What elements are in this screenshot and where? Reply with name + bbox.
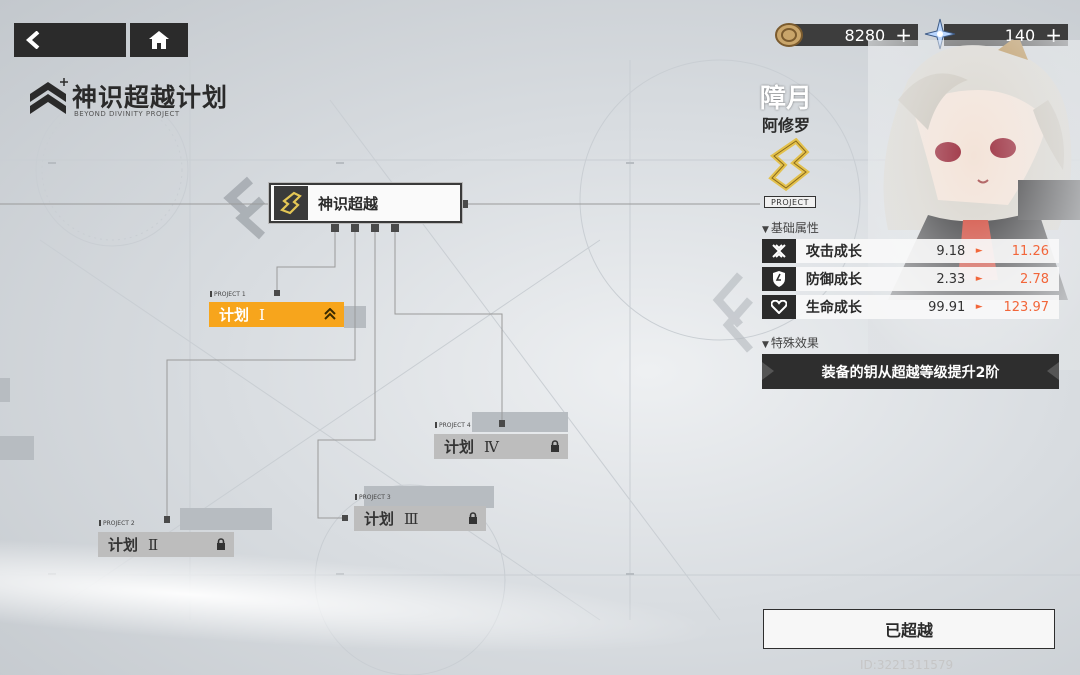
stat-name-health: 生命成长 — [805, 300, 862, 316]
special-effect-text: 装备的钥从超越等级提升2阶 — [762, 354, 1059, 389]
page-subtitle: BEYOND DIVINITY PROJECT — [74, 110, 180, 118]
character-name: 障月 — [760, 84, 813, 114]
character-title: 阿修罗 — [762, 116, 811, 135]
stat-name-defense: 防御成长 — [805, 272, 862, 288]
transcended-button[interactable]: 已超越 — [763, 609, 1055, 649]
stat-old-defense: 2.33 — [936, 271, 966, 287]
plan-4-numeral: Ⅳ — [484, 437, 500, 456]
plan-3-numeral: Ⅲ — [404, 509, 419, 528]
home-icon — [149, 31, 169, 49]
stat-row-defense: 防御成长 2.33 ► 2.78 — [762, 267, 1059, 291]
lock-icon — [217, 538, 225, 550]
defense-icon — [762, 267, 796, 291]
coin-icon — [775, 23, 803, 47]
double-chevron-up-icon — [324, 308, 336, 320]
project-4-tag: PROJECT 4 — [435, 422, 471, 429]
stat-name-attack: 攻击成长 — [805, 244, 862, 260]
lock-icon — [551, 440, 559, 452]
stat-old-health: 99.91 — [928, 299, 966, 315]
stat-arrow-health: ► — [975, 302, 983, 312]
player-id: ID:3221311579 — [860, 658, 954, 672]
plan-2-node[interactable]: 计划 Ⅱ — [98, 532, 234, 557]
attack-icon — [762, 239, 796, 263]
project-emblem-icon — [768, 138, 811, 192]
plan-1-node[interactable]: 计划 Ⅰ — [209, 302, 344, 327]
stat-arrow-defense: ► — [975, 274, 983, 284]
character-portrait — [868, 40, 1080, 370]
plan-2-numeral: Ⅱ — [148, 535, 159, 554]
project-badge: PROJECT — [764, 196, 816, 208]
special-effect-heading: 特殊效果 — [762, 334, 819, 351]
plan-2-label: 计划 — [108, 536, 139, 554]
project-1-tag: PROJECT 1 — [210, 291, 246, 298]
divinity-emblem-icon — [274, 186, 308, 220]
coin-amount: 8280 — [844, 25, 886, 45]
back-button[interactable] — [14, 23, 126, 57]
plan-1-label: 计划 — [219, 306, 250, 324]
plan-4-node[interactable]: 计划 Ⅳ — [434, 434, 568, 459]
project-2-tag: PROJECT 2 — [99, 520, 135, 527]
base-stats-heading: 基础属性 — [762, 219, 819, 236]
stat-new-attack: 11.26 — [1011, 243, 1049, 259]
home-button[interactable] — [130, 23, 188, 57]
lock-icon — [469, 512, 477, 524]
stat-row-attack: 攻击成长 9.18 ► 11.26 — [762, 239, 1059, 263]
stat-new-health: 123.97 — [1003, 299, 1050, 315]
title-emblem-icon — [30, 78, 68, 114]
chevron-left-icon — [26, 31, 40, 49]
plan-4-label: 计划 — [444, 438, 475, 456]
stat-old-attack: 9.18 — [936, 243, 966, 259]
plan-3-label: 计划 — [364, 510, 395, 528]
plan-3-node[interactable]: 计划 Ⅲ — [354, 506, 486, 531]
page-title: 神识超越计划 — [72, 83, 229, 112]
plan-1-numeral: Ⅰ — [259, 305, 265, 324]
stat-new-defense: 2.78 — [1020, 271, 1049, 287]
project-3-tag: PROJECT 3 — [355, 494, 391, 501]
root-node-label: 神识超越 — [318, 194, 379, 213]
stat-row-health: 生命成长 99.91 ► 123.97 — [762, 295, 1059, 319]
heart-icon — [762, 295, 796, 319]
stat-arrow-attack: ► — [975, 246, 983, 256]
root-node-divinity[interactable]: 神识超越 — [269, 183, 462, 223]
